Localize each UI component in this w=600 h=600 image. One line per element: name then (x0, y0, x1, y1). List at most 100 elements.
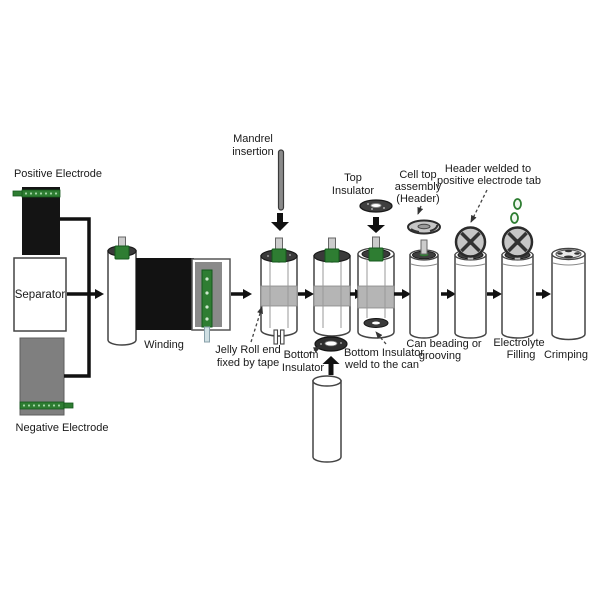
separator-group: Separator (13, 257, 67, 332)
jelly-roll-2-tab-green (324, 248, 340, 263)
positive-electrode-sheet (22, 187, 60, 255)
electrolyte-drop-icon (510, 212, 519, 224)
jelly-roll-tape-label-line2: fixed by tape (217, 357, 279, 369)
pointer-line (375, 331, 387, 345)
arrow-right-icon (350, 289, 364, 299)
positive-strip-dots (24, 192, 58, 195)
header-center-dot (467, 239, 474, 245)
can-beading-label-line2: grooving (419, 350, 461, 362)
crimp-groove-line (552, 262, 585, 266)
arrow-down-icon (271, 213, 289, 231)
speckle (371, 208, 373, 210)
cap-vent-mark (565, 249, 572, 253)
empty-can-top (312, 375, 342, 387)
jelly-roll-2-group: Bottom Insulator (282, 237, 351, 463)
separator-label: Separator (15, 289, 66, 301)
arrow-right-icon (298, 289, 314, 299)
jelly-roll-1-tab-green (271, 248, 287, 263)
welded-bottom-insulator-hole (372, 321, 380, 325)
canned-roll-tab-green (368, 247, 384, 262)
winding-tab-strip-dots (205, 277, 209, 321)
speckle (340, 342, 342, 344)
can-beading-label-line1: Can beading or (406, 338, 482, 350)
mandrel-rod (277, 149, 285, 211)
jelly-roll-1-bottom-tab (279, 329, 285, 345)
header-center-dot (514, 239, 521, 245)
negative-strip-dots (22, 404, 61, 407)
cell-top-assembly-label-line1: Cell top (399, 169, 436, 181)
winding-lower-rod (204, 326, 210, 343)
cap-vent-mark (557, 252, 563, 255)
pointer-line (308, 346, 321, 354)
arrow-right-icon (67, 289, 104, 299)
cell-top-assembly-label-line3: (Header) (396, 193, 439, 205)
mandrel-insertion-group: Mandrel insertion (232, 133, 289, 231)
arrow-down-icon (367, 217, 385, 233)
electrode-feed-connector (60, 217, 91, 378)
bottom-insulator-weld-label-line1: Bottom Insulator (344, 347, 424, 359)
bottom-insulator-weld-label-line2: weld to the can (344, 359, 419, 371)
arrow-right-icon (487, 289, 502, 299)
winding-tab-green (114, 245, 130, 260)
speckle (383, 207, 385, 209)
pointer-line (470, 189, 488, 223)
jelly-roll-1-tape-band (260, 285, 298, 307)
top-insulator-label-line2: Insulator (332, 185, 375, 197)
electrolyte-filling-group: Electrolyte Filling (493, 198, 545, 361)
negative-electrode-group: Negative Electrode (16, 337, 109, 434)
bottom-insulator-label-line2: Insulator (282, 362, 325, 374)
positive-electrode-group: Positive Electrode (12, 168, 102, 255)
speckle (267, 255, 269, 257)
welded-can-body (454, 254, 487, 339)
header-disc-mark (429, 224, 439, 232)
electrolyte-filling-label-line2: Filling (507, 349, 536, 361)
mandrel-insertion-label-line2: insertion (232, 146, 274, 158)
arrow-right-icon (441, 289, 456, 299)
speckle (289, 254, 291, 256)
jelly-roll-1-bottom-tab (273, 329, 279, 345)
arrow-right-icon (536, 289, 551, 299)
positive-tab-icon (12, 190, 23, 197)
arrow-up-icon (322, 356, 340, 375)
jelly-roll-in-can-group: Bottom Insulator weld to the can (344, 236, 424, 371)
filling-can-body (501, 254, 534, 339)
electrolyte-drop-icon (513, 198, 522, 210)
winding-label: Winding (144, 339, 184, 351)
bead-groove-line (502, 263, 533, 267)
pointer-line (417, 205, 424, 215)
top-insulator-group: Top Insulator (332, 172, 393, 233)
crimping-group: Crimping (544, 247, 588, 361)
positive-electrode-label: Positive Electrode (14, 168, 102, 180)
electrolyte-filling-label-line1: Electrolyte (493, 337, 544, 349)
crimping-label: Crimping (544, 349, 588, 361)
cap-vent-mark (574, 252, 580, 255)
crimped-cell-body (551, 253, 586, 341)
separator-box (13, 257, 67, 332)
pointer-line (250, 306, 263, 343)
bead-groove-line (410, 263, 438, 267)
cap-vent-mark (564, 255, 573, 259)
winding-group: Winding (107, 236, 231, 351)
arrow-right-icon (394, 289, 411, 299)
header-disc-center (417, 223, 431, 230)
jelly-roll-2-tape-band (313, 285, 351, 307)
header-welded-label-line2: positive electrode tab (437, 175, 541, 187)
empty-can-body (312, 380, 342, 463)
jelly-roll-1-group: Jelly Roll end fixed by tape (215, 237, 298, 369)
winding-sheet-black (136, 258, 194, 330)
speckle (367, 203, 369, 205)
speckle (320, 343, 322, 345)
header-welded-group: Header welded to positive electrode tab (437, 163, 541, 339)
canned-roll-tape-band (357, 285, 395, 309)
cell-top-assembly-group: Cell top assembly (Header) Can beading o… (395, 169, 482, 362)
cell-top-assembly-label-line2: assembly (395, 181, 442, 193)
bottom-insulator-label-line1: Bottom (284, 349, 319, 361)
top-insulator-label-line1: Top (344, 172, 362, 184)
bead-groove-line (455, 263, 486, 267)
beaded-can-rod (420, 239, 428, 255)
negative-electrode-label: Negative Electrode (16, 422, 109, 434)
header-welded-label-line1: Header welded to (445, 163, 531, 175)
header-disc-mark (410, 228, 420, 233)
